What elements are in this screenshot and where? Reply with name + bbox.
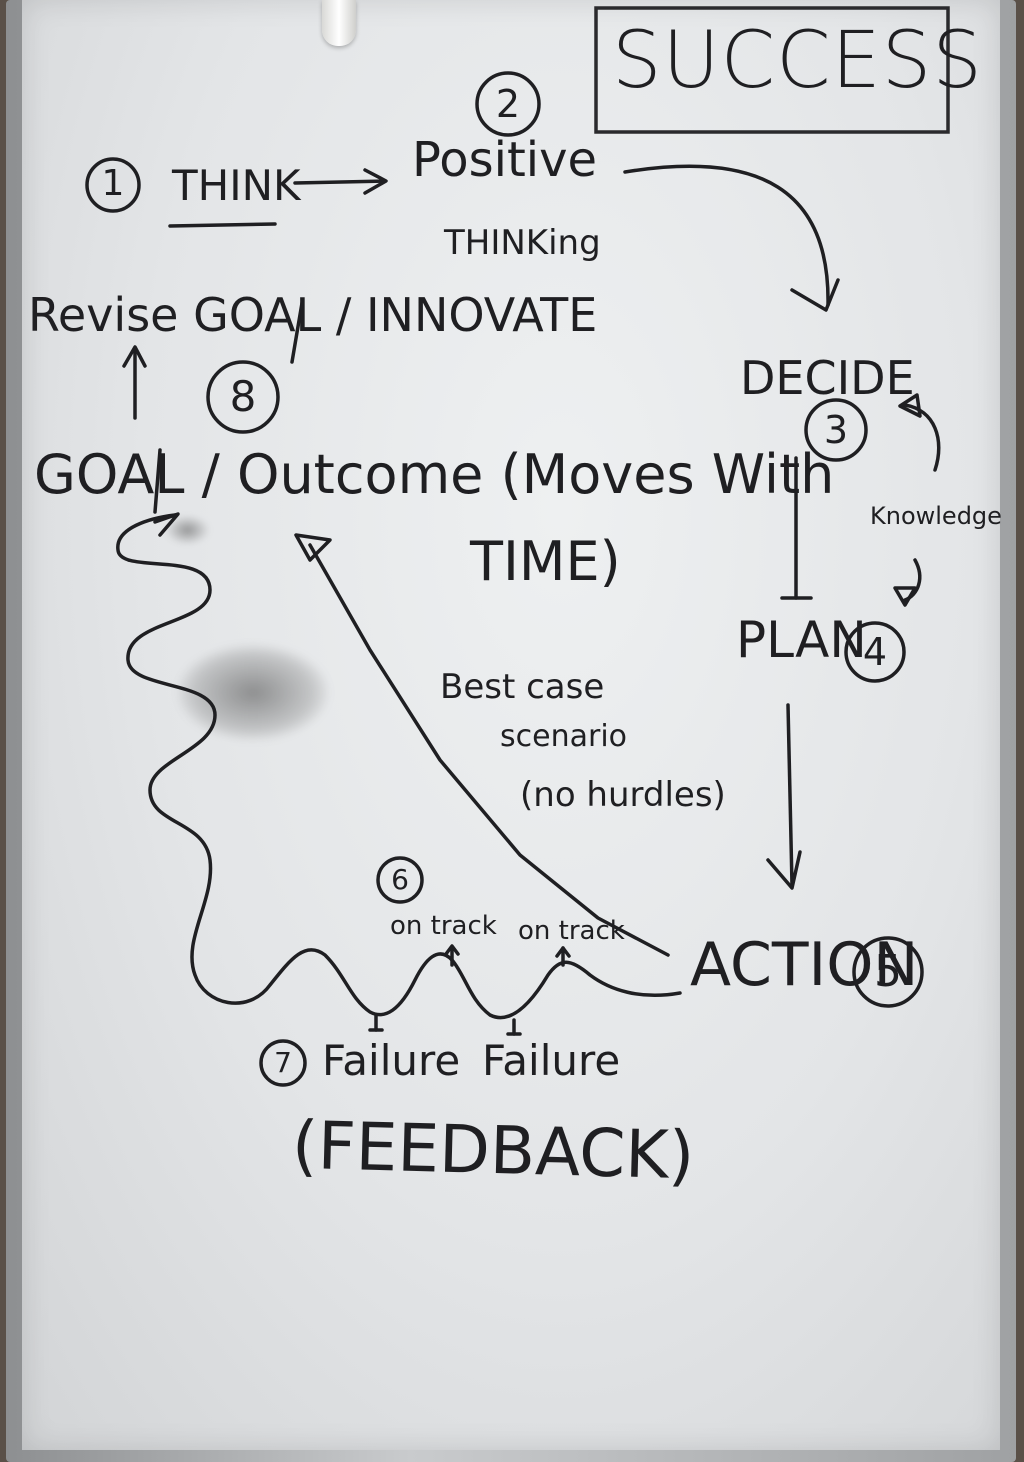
arrowhead-plan-action (766, 850, 802, 890)
circle-1 (85, 157, 141, 213)
label-on-track-2: on track (518, 916, 625, 946)
label-goal-time: TIME) (470, 530, 621, 593)
step-number-1: 1 (101, 163, 125, 204)
eraser-smudge (178, 645, 328, 740)
wavy-arrowhead (153, 512, 180, 537)
label-failure-2: Failure (482, 1036, 621, 1085)
knowledge-arrowhead-up (898, 393, 922, 418)
step-number-7: 7 (274, 1046, 292, 1079)
title-success: SUCCESS (612, 16, 983, 106)
step-number-6: 6 (391, 863, 409, 896)
label-scenario: scenario (500, 719, 628, 754)
on-track-tick-2 (555, 946, 571, 958)
label-failure-1: Failure (322, 1036, 461, 1085)
label-positive-thinking: THINKing (444, 223, 601, 263)
label-action: ACTION (690, 930, 919, 1000)
board-clip (322, 0, 356, 46)
step-number-8: 8 (229, 372, 257, 421)
step-number-3: 3 (823, 408, 849, 452)
arrowhead-think-positive (363, 168, 388, 195)
step-number-2: 2 (495, 82, 521, 126)
best-case-line (308, 543, 670, 957)
title-box (594, 6, 950, 134)
label-positive: Positive (412, 132, 598, 188)
on-track-tick-1 (444, 944, 460, 956)
label-feedback: (FEEDBACK) (291, 1106, 696, 1195)
circle-7 (259, 1039, 307, 1087)
circle-6 (376, 856, 424, 904)
knowledge-arrowhead-down (893, 586, 917, 607)
arrowhead-goal-revise (122, 345, 147, 368)
label-revise-goal-innovate: Revise GOAL / INNOVATE (28, 288, 598, 342)
think-underline (168, 222, 277, 228)
circle-3 (804, 398, 868, 462)
label-plan: PLAN (736, 611, 867, 669)
circle-4 (844, 621, 906, 683)
knowledge-loop-up (903, 403, 941, 472)
label-no-hurdles: (no hurdles) (520, 775, 726, 815)
label-best-case: Best case (440, 667, 605, 707)
label-knowledge: Knowledge (870, 502, 1002, 530)
goal-divider (153, 448, 162, 514)
revise-divider (290, 301, 304, 364)
circle-5 (852, 936, 924, 1008)
circle-8 (206, 360, 280, 434)
step-number-4: 4 (862, 630, 888, 674)
arrow-positive-decide (623, 164, 830, 307)
wavy-journey-path (116, 513, 682, 1020)
whiteboard-surface (22, 0, 1000, 1450)
circle-2 (475, 71, 541, 137)
label-decide: DECIDE (740, 351, 915, 405)
arrow-plan-action (786, 703, 794, 887)
arrowhead-positive-decide (790, 278, 840, 312)
best-case-arrowhead (294, 533, 332, 562)
label-goal-outcome: GOAL / Outcome (Moves With (34, 443, 835, 506)
step-number-5: 5 (874, 946, 902, 997)
arrow-think-positive (293, 179, 387, 185)
label-on-track-1: on track (390, 911, 497, 941)
label-think: THINK (172, 161, 301, 210)
